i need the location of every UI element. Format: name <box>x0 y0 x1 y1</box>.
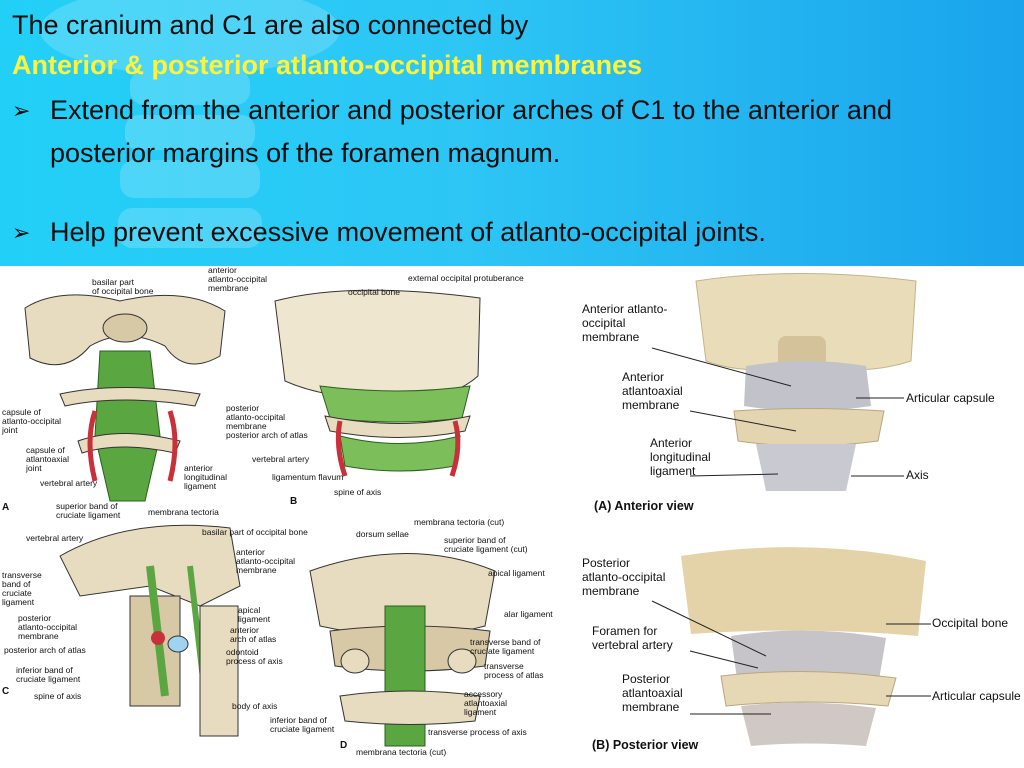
arrow-bullet-icon: ➢ <box>12 98 31 123</box>
posterior-specimen-photo <box>681 547 926 746</box>
label-apical-ligament-d: apical ligament <box>488 568 545 578</box>
label-posterior-atlantoaxial-membrane: Posterior atlantoaxial membrane <box>622 672 683 714</box>
title-banner: The cranium and C1 are also connected by… <box>0 0 1024 266</box>
slide-highlight: Anterior & posterior atlanto-occipital m… <box>12 50 643 80</box>
label-posterior-ao-membrane-c: posterior atlanto-occipital membrane <box>18 613 78 641</box>
label-articular-capsule-anterior: Articular capsule <box>906 391 995 405</box>
label-posterior-ao-membrane-b: posterior atlanto-occipital membrane pos… <box>226 403 308 440</box>
bullet-2: ➢ Help prevent excessive movement of atl… <box>12 211 1002 254</box>
panel-d-tag: D <box>340 740 348 751</box>
panel-c-illustration <box>59 524 241 737</box>
label-vertebral-artery-b: vertebral artery <box>252 454 310 464</box>
label-capsule-aa-joint: capsule of atlantoaxial joint <box>26 445 70 473</box>
label-axis: Axis <box>906 468 929 482</box>
label-transverse-band-d: transverse band of cruciate ligament <box>470 637 541 656</box>
arrow-bullet-icon: ➢ <box>12 220 31 245</box>
label-anterior-ao-membrane-c: anterior atlanto-occipital membrane <box>236 547 296 575</box>
label-anterior-longitudinal-ligament-r: Anterior longitudinal ligament <box>650 436 711 478</box>
caption-posterior-view: (B) Posterior view <box>592 738 699 752</box>
label-vertebral-artery-a: vertebral artery <box>40 478 98 488</box>
label-anterior-ao-membrane-a: anterior atlanto-occipital membrane <box>208 265 268 293</box>
bullet-1: ➢ Extend from the anterior and posterior… <box>12 89 972 175</box>
label-capsule-ao-joint: capsule of atlanto-occipital joint <box>2 407 62 435</box>
label-inferior-band-d: inferior band of cruciate ligament <box>270 715 335 734</box>
label-vertebral-artery-c: vertebral artery <box>26 533 84 543</box>
panel-b-tag: B <box>290 496 298 507</box>
bullet-1-text: Extend from the anterior and posterior a… <box>50 95 892 168</box>
label-accessory-atlantoaxial: accessory atlantoaxial ligament <box>464 689 508 717</box>
anterior-specimen-photo <box>695 273 917 491</box>
panel-d-illustration <box>309 553 496 747</box>
label-apical-ligament-c: apical ligament <box>238 605 271 624</box>
label-alar-ligament: alar ligament <box>504 609 553 619</box>
label-basilar-part-a: basilar part of occipital bone <box>92 277 154 296</box>
label-odontoid-process: odontoid process of axis <box>226 647 283 666</box>
label-spine-of-axis-b: spine of axis <box>334 487 382 497</box>
label-articular-capsule-posterior: Articular capsule <box>932 689 1021 703</box>
label-superior-band-cut: superior band of cruciate ligament (cut) <box>444 535 528 554</box>
label-transverse-process-axis: transverse process of axis <box>428 727 527 737</box>
label-anterior-atlantoaxial-membrane: Anterior atlantoaxial membrane <box>622 370 683 412</box>
label-membrana-tectoria-c: membrana tectoria <box>148 507 219 517</box>
label-spine-of-axis-c: spine of axis <box>34 691 82 701</box>
figure-left: basilar part of occipital bone anterior … <box>0 266 566 768</box>
panel-b-illustration <box>274 289 481 477</box>
label-external-occipital-protuberance: external occipital protuberance <box>408 273 524 283</box>
label-occipital-bone-r: Occipital bone <box>932 616 1009 630</box>
panel-a-illustration <box>24 294 226 502</box>
panel-a-tag: A <box>2 502 10 513</box>
label-posterior-arch-atlas-c: posterior arch of atlas <box>4 645 86 655</box>
label-anterior-arch-atlas: anterior arch of atlas <box>230 625 277 644</box>
label-foramen-vertebral-artery: Foramen for vertebral artery <box>592 624 673 652</box>
slide-title: The cranium and C1 are also connected by <box>12 10 529 40</box>
panel-c-tag: C <box>2 686 10 697</box>
label-membrana-tectoria-cut-bottom: membrana tectoria (cut) <box>356 747 447 757</box>
label-body-of-axis: body of axis <box>232 701 278 711</box>
figure-right: Anterior atlanto- occipital membrane Ant… <box>566 266 1024 768</box>
label-superior-band-cruciate: superior band of cruciate ligament <box>56 501 121 520</box>
label-dorsum-sellae: dorsum sellae <box>356 529 409 539</box>
figure-right-photos <box>651 273 931 746</box>
label-transverse-band-c: transverse band of cruciate ligament <box>2 570 42 607</box>
label-inferior-band-c: inferior band of cruciate ligament <box>16 665 81 684</box>
label-occipital-bone-b: occipital bone <box>348 287 400 297</box>
figure-left-drawing <box>24 289 496 747</box>
label-membrana-tectoria-cut-top: membrana tectoria (cut) <box>414 517 505 527</box>
label-transverse-process-atlas: transverse process of atlas <box>484 661 544 680</box>
label-anterior-ao-membrane-r: Anterior atlanto- occipital membrane <box>582 302 668 344</box>
label-posterior-ao-membrane-r: Posterior atlanto-occipital membrane <box>582 556 666 598</box>
spine-watermark <box>40 0 340 248</box>
bullet-2-text: Help prevent excessive movement of atlan… <box>50 217 766 247</box>
label-basilar-part-c: basilar part of occipital bone <box>202 527 308 537</box>
label-ligamentum-flavum: ligamentum flavum <box>272 472 344 482</box>
label-anterior-longitudinal-ligament: anterior longitudinal ligament <box>184 463 228 491</box>
caption-anterior-view: (A) Anterior view <box>594 499 694 513</box>
